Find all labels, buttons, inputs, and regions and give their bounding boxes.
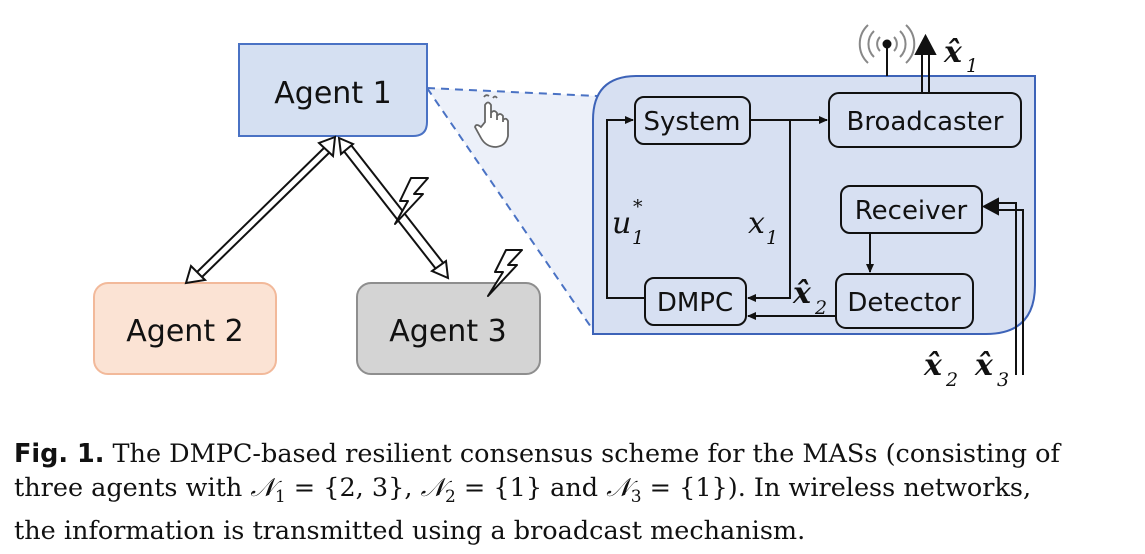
dmpc-label: DMPC: [657, 288, 733, 318]
u1-base: u: [612, 206, 631, 241]
n1-value: = {2, 3},: [285, 473, 421, 503]
n2-sub: 2: [445, 487, 456, 508]
caption-line-2: three agents with 𝒩1 = {2, 3}, 𝒩2 = {1} …: [14, 471, 1139, 514]
agent-1-label: Agent 1: [274, 76, 391, 111]
label-xhat2-input: x̂ 2: [923, 348, 958, 391]
link-agent1-agent2: [184, 135, 337, 285]
xhat3in-base: x̂: [974, 348, 994, 383]
label-x1: x 1: [748, 206, 778, 249]
broadcast-output-arrow: [914, 33, 937, 93]
u1-sup: *: [633, 196, 643, 218]
label-xhat3-input: x̂ 3: [974, 348, 1009, 391]
figure-diagram: Agent 1 Agent 2 Agent 3: [93, 24, 1036, 391]
n3-sub: 3: [630, 487, 642, 508]
xhat1-base: x̂: [943, 35, 963, 70]
caption-label: Fig. 1.: [14, 439, 105, 469]
system-label: System: [644, 107, 741, 137]
caption-text-2a: three agents with: [14, 473, 251, 503]
agent-1-node: Agent 1: [238, 43, 428, 137]
signal-wires: [606, 116, 874, 320]
zoom-line-bottom: [426, 87, 594, 331]
link-agent1-agent3: [337, 136, 450, 280]
n2-symbol: 𝒩: [420, 473, 445, 503]
label-xhat2-detector: x̂ 2: [792, 276, 827, 319]
dmpc-block: DMPC: [644, 277, 747, 326]
incoming-signals-line: [981, 197, 1024, 375]
receiver-block: Receiver: [840, 185, 983, 234]
caption-text-3: the information is transmitted using a b…: [14, 516, 806, 547]
antenna-icon: [858, 24, 916, 76]
n3-value: = {1}). In wireless networks,: [641, 473, 1032, 503]
agent-3-label: Agent 3: [389, 314, 506, 349]
figure-caption: Fig. 1. The DMPC-based resilient consens…: [14, 437, 1139, 548]
system-block: System: [634, 96, 751, 145]
caption-line-3: the information is transmitted using a b…: [14, 514, 1139, 548]
xhat3in-sub: 3: [997, 369, 1009, 391]
broadcaster-block: Broadcaster: [828, 92, 1022, 148]
xhat2in-sub: 2: [945, 369, 958, 391]
x1-base: x: [748, 206, 765, 241]
n2-value: = {1} and: [455, 473, 607, 503]
detector-label: Detector: [847, 288, 961, 318]
agent-3-node: Agent 3: [356, 282, 541, 375]
caption-line-1: Fig. 1. The DMPC-based resilient consens…: [14, 437, 1139, 471]
broadcaster-label: Broadcaster: [847, 107, 1004, 137]
receiver-label: Receiver: [855, 196, 968, 226]
attack-lightning-icon-agent3: [487, 249, 523, 297]
xhat2in-base: x̂: [923, 348, 943, 383]
xhat1-sub: 1: [966, 55, 978, 77]
hand-pointer-icon: [474, 94, 509, 148]
x1-sub: 1: [766, 227, 778, 249]
n3-symbol: 𝒩: [606, 473, 631, 503]
label-xhat1-output: x̂ 1: [943, 35, 978, 77]
xhat2-base: x̂: [792, 276, 812, 311]
xhat2-sub: 2: [814, 297, 827, 319]
u1-sub: 1: [632, 227, 644, 249]
agent-2-node: Agent 2: [93, 282, 277, 375]
n1-sub: 1: [274, 487, 286, 508]
attack-lightning-icon: [394, 177, 429, 225]
agent-2-label: Agent 2: [126, 314, 243, 349]
label-u1-star: u 1 *: [612, 196, 644, 249]
detector-block: Detector: [835, 273, 974, 329]
caption-text-1: The DMPC-based resilient consensus schem…: [104, 439, 1060, 469]
zoom-line-top: [426, 87, 598, 97]
n1-symbol: 𝒩: [250, 473, 275, 503]
